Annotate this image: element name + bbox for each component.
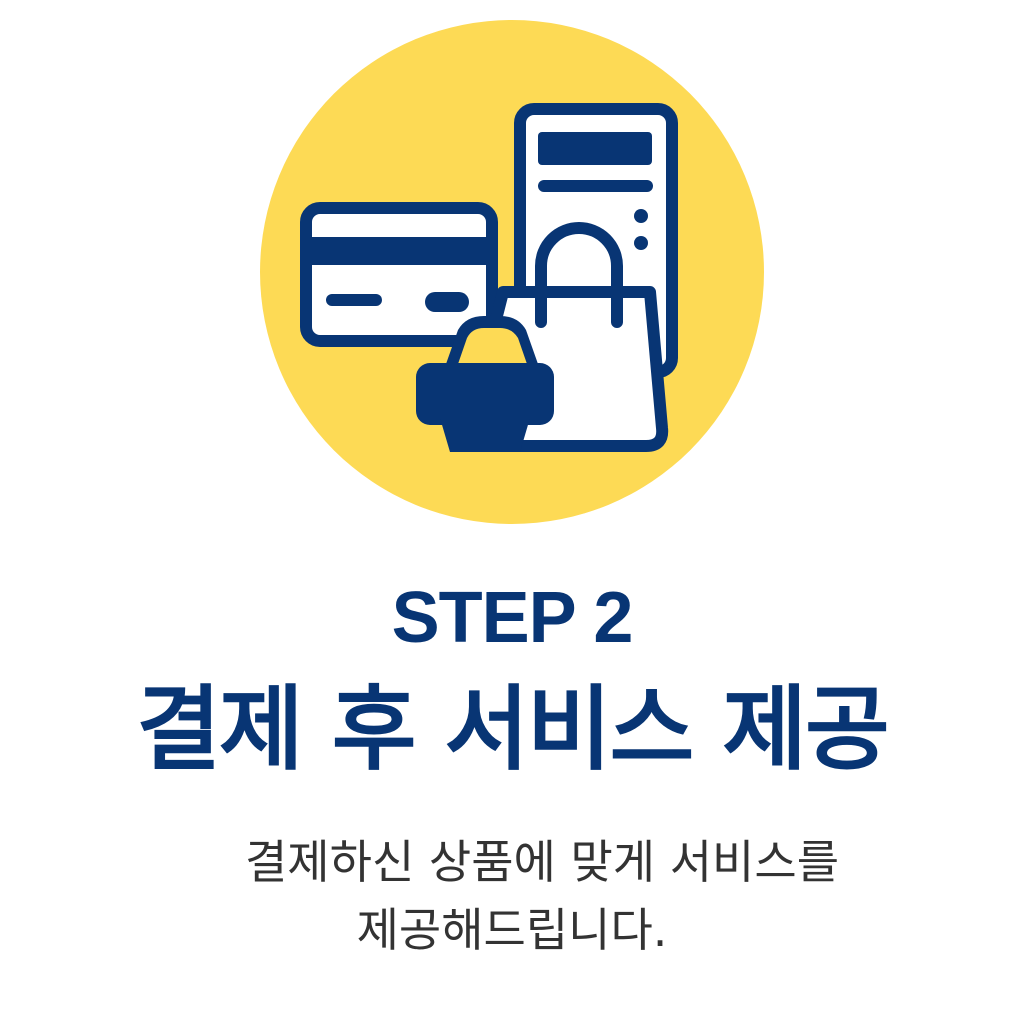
hero-illustration [260,20,764,524]
description-line-1: 결제하신 상품에 맞게 서비스를 [244,835,840,889]
shopping-basket-icon [416,316,554,452]
description-line-2: 제공해드립니다. [356,903,668,957]
credit-card-icon [300,202,498,347]
step-label: STEP 2 [391,578,634,658]
description: 결제하신 상품에 맞게 서비스를 제공해드립니다. [0,828,1024,964]
page-title: 결제 후 서비스 제공 [136,676,889,783]
